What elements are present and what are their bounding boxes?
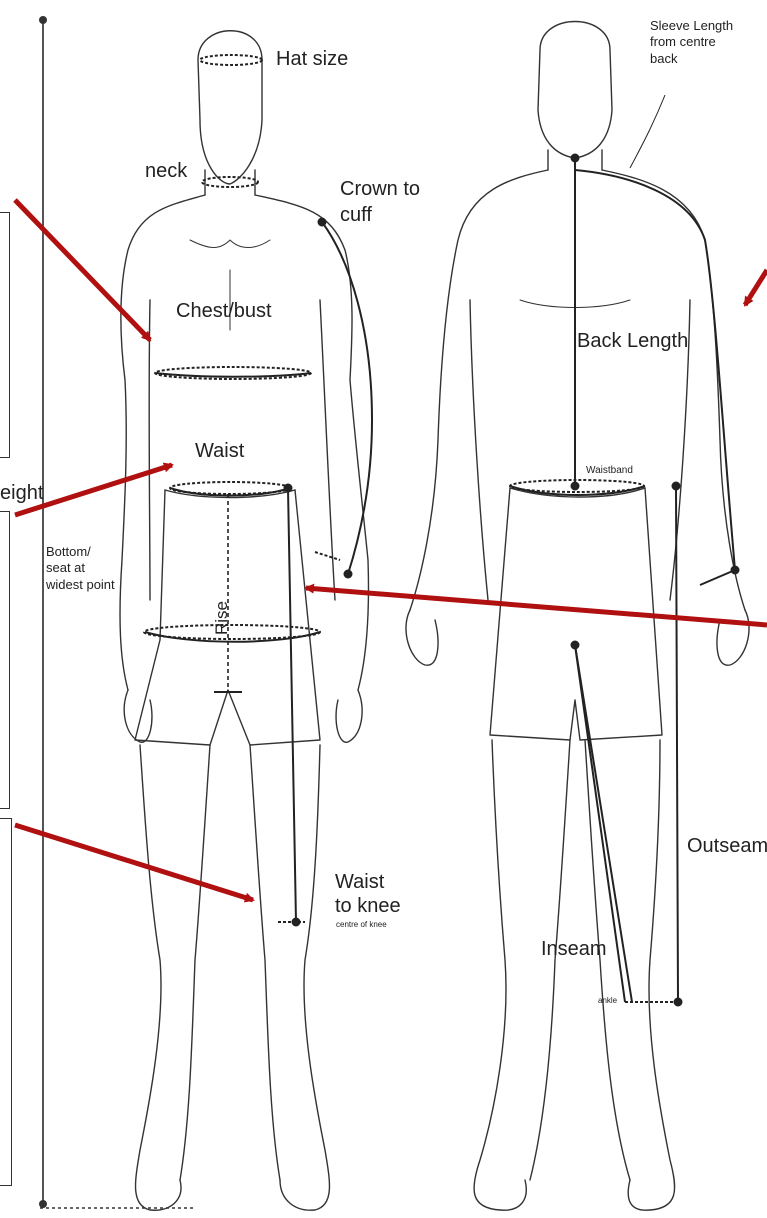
label-height-fragment: eight xyxy=(0,482,43,505)
label-waistband: Waistband xyxy=(586,465,633,477)
left-box-bottom xyxy=(0,818,12,1186)
label-waist-to-knee: Waist to knee xyxy=(335,870,401,918)
front-measure-lines xyxy=(144,55,372,926)
label-hat-size: Hat size xyxy=(276,48,348,71)
back-measure-lines xyxy=(510,95,739,1006)
label-chest-bust: Chest/bust xyxy=(176,300,272,323)
label-inseam: Inseam xyxy=(541,938,607,961)
back-figure xyxy=(406,22,749,1211)
label-ankle: ankle xyxy=(598,996,617,1005)
label-sleeve-length: Sleeve Length from centre back xyxy=(650,18,733,67)
label-neck: neck xyxy=(145,160,187,183)
label-bottom-seat: Bottom/ seat at widest point xyxy=(46,544,115,593)
label-outseam: Outseam xyxy=(687,835,767,858)
left-box-top xyxy=(0,212,10,458)
label-waist: Waist xyxy=(195,440,244,463)
label-back-length: Back Length xyxy=(577,330,688,353)
arrow-seat xyxy=(306,588,767,625)
annotation-arrows xyxy=(15,200,767,900)
front-figure xyxy=(120,31,369,1210)
label-centre-of-knee: centre of knee xyxy=(336,920,387,929)
left-box-middle xyxy=(0,511,10,809)
arrow-knee xyxy=(15,825,253,900)
arrow-sleeve xyxy=(745,270,767,305)
arrow-chest xyxy=(15,200,150,340)
label-crown-to-cuff: Crown to cuff xyxy=(340,176,420,228)
height-pole xyxy=(39,16,195,1208)
label-rise: Rise xyxy=(212,601,232,635)
